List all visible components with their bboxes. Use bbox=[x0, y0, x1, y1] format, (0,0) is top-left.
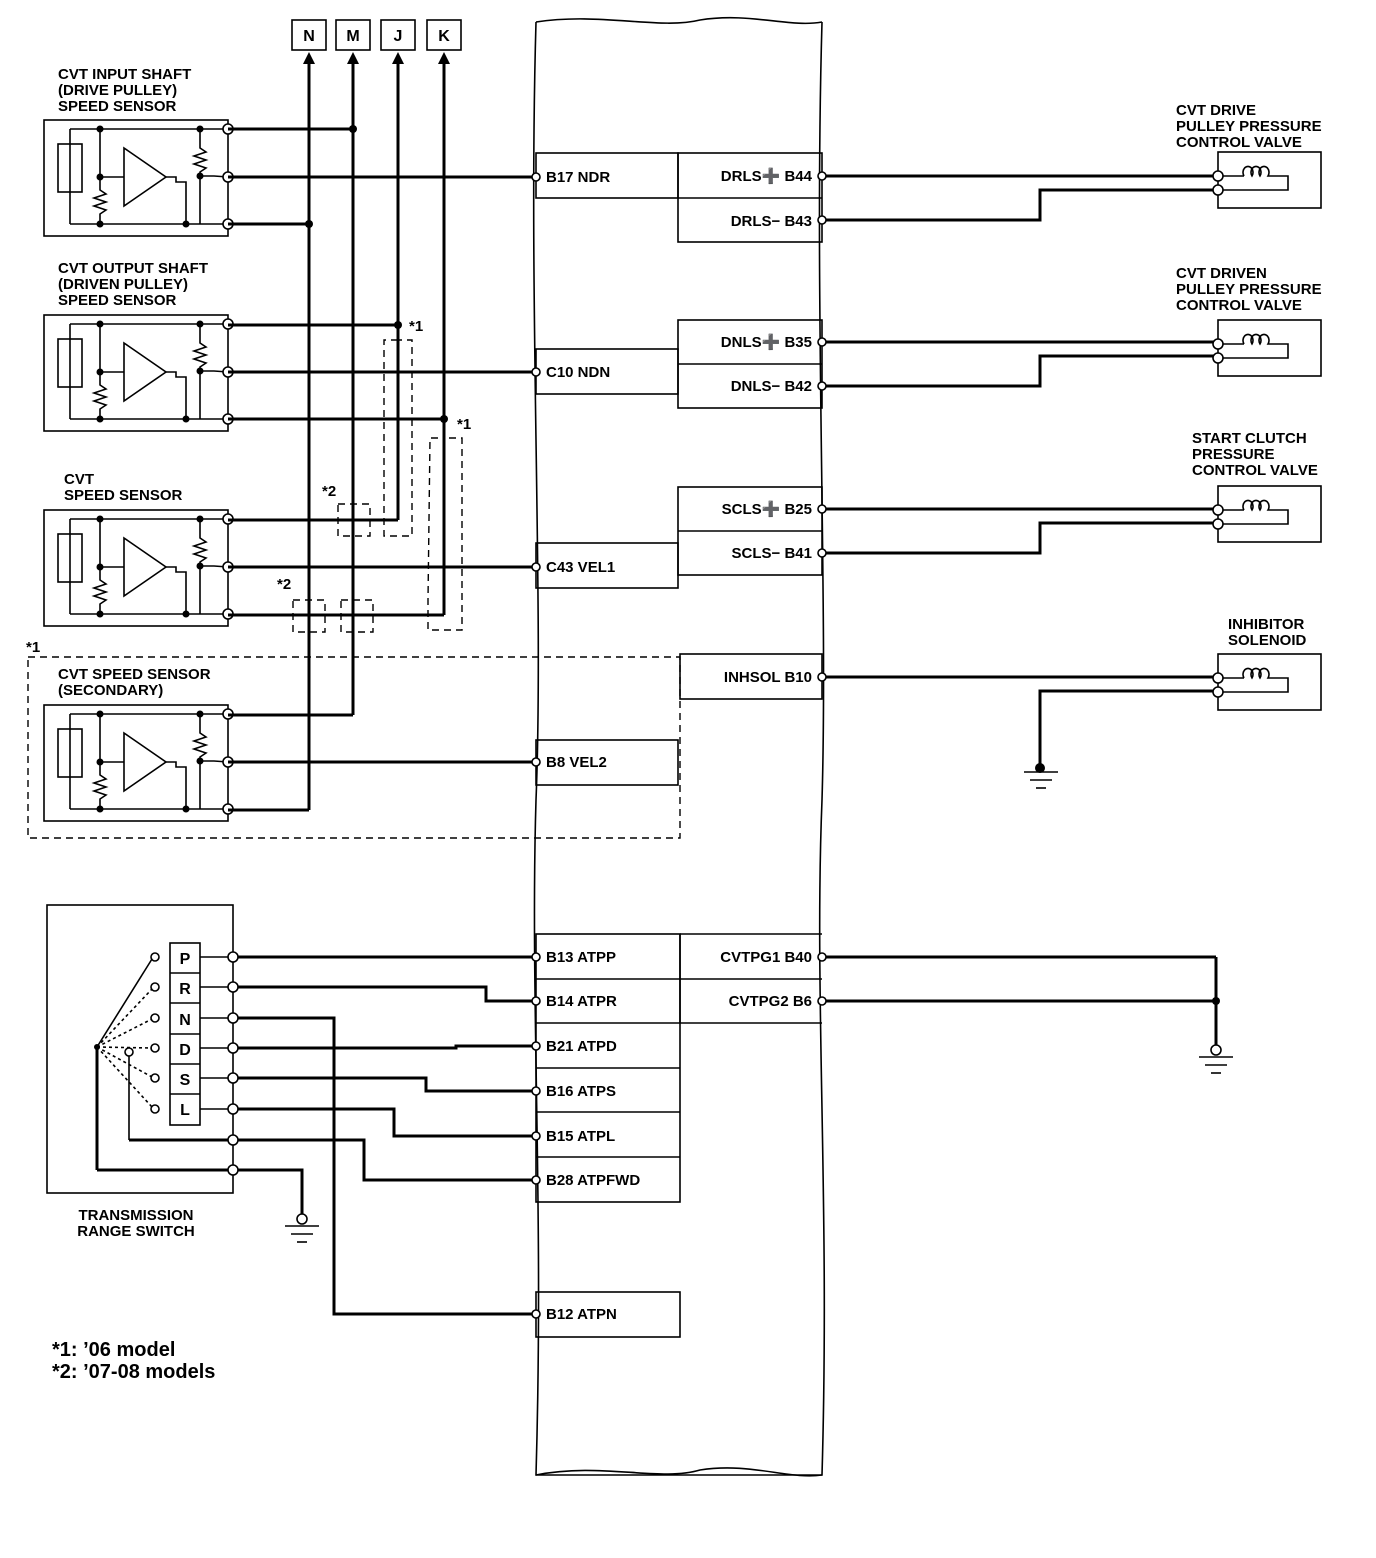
switch-pos-n: N bbox=[179, 1012, 191, 1029]
inhibitor-label-2: SOLENOID bbox=[1228, 632, 1307, 649]
input-shaft-label-1: CVT INPUT SHAFT bbox=[58, 66, 191, 83]
valve-blocks bbox=[1212, 151, 1322, 711]
start-clutch-label-2: PRESSURE bbox=[1192, 446, 1275, 463]
marker-star2-a: *2 bbox=[322, 483, 336, 500]
ground-range-switch bbox=[285, 1213, 319, 1243]
input-shaft-sensor bbox=[43, 119, 234, 237]
driven-valve-label-3: CONTROL VALVE bbox=[1176, 297, 1302, 314]
connector-boxes: N M J K bbox=[291, 19, 462, 64]
drive-valve-label-2: PULLEY PRESSURE bbox=[1176, 118, 1322, 135]
ground-inhibitor bbox=[1024, 771, 1058, 789]
bus-wires bbox=[307, 62, 446, 810]
range-switch-label-2: RANGE SWITCH bbox=[77, 1223, 195, 1240]
output-shaft-label-2: (DRIVEN PULLEY) bbox=[58, 276, 188, 293]
note-06-model: *1: ’06 model bbox=[52, 1339, 175, 1361]
pin-scls-minus-b41: SCLS− B41 bbox=[732, 545, 812, 562]
ecm-left-pins: B17 NDR C10 NDN C43 VEL1 B8 VEL2 B13 ATP… bbox=[531, 169, 640, 1323]
connector-k-label: K bbox=[438, 28, 450, 45]
pin-dnls-plus-b35: DNLS➕ B35 bbox=[721, 333, 812, 351]
speed-sensor-label-1: CVT bbox=[64, 471, 94, 488]
ecm-body bbox=[532, 16, 826, 1477]
sensor-labels: CVT INPUT SHAFT (DRIVE PULLEY) SPEED SEN… bbox=[58, 66, 211, 699]
drive-valve-label-3: CONTROL VALVE bbox=[1176, 134, 1302, 151]
pin-drls-minus-b43: DRLS− B43 bbox=[731, 213, 812, 230]
footnotes: *1: ’06 model *2: ’07-08 models bbox=[52, 1339, 215, 1383]
ground-cvtpg bbox=[1199, 1044, 1233, 1074]
start-clutch-valve bbox=[1212, 485, 1322, 543]
pin-b13-atpp: B13 ATPP bbox=[546, 949, 616, 966]
marker-star2-b: *2 bbox=[277, 576, 291, 593]
driven-valve-label-1: CVT DRIVEN bbox=[1176, 265, 1267, 282]
pin-drls-plus-b44: DRLS➕ B44 bbox=[721, 167, 813, 185]
range-switch-wiring bbox=[97, 955, 532, 1316]
speed-sensor-label-2: SPEED SENSOR bbox=[64, 487, 183, 504]
option-dashed-paths: *1 *1 *2 *2 *1 bbox=[26, 318, 681, 839]
switch-pos-l: L bbox=[180, 1102, 190, 1119]
cvt-speed-sensor bbox=[43, 509, 234, 627]
switch-pos-r: R bbox=[179, 981, 191, 998]
range-switch-label-1: TRANSMISSION bbox=[78, 1207, 193, 1224]
connector-n-label: N bbox=[303, 28, 315, 45]
valve-labels: CVT DRIVE PULLEY PRESSURE CONTROL VALVE … bbox=[1176, 102, 1322, 649]
pin-cvtpg1-b40: CVTPG1 B40 bbox=[720, 949, 812, 966]
sensor-blocks bbox=[43, 119, 234, 822]
marker-star1-c: *1 bbox=[26, 639, 40, 656]
pin-b16-atps: B16 ATPS bbox=[546, 1083, 616, 1100]
switch-pos-d: D bbox=[179, 1042, 191, 1059]
marker-star1-a: *1 bbox=[409, 318, 423, 335]
start-clutch-label-3: CONTROL VALVE bbox=[1192, 462, 1318, 479]
secondary-speed-sensor bbox=[43, 704, 234, 822]
pin-b28-atpfwd: B28 ATPFWD bbox=[546, 1172, 640, 1189]
transmission-range-switch: P R N D S L TRANSMISSION bbox=[46, 904, 239, 1240]
pin-b21-atpd: B21 ATPD bbox=[546, 1038, 617, 1055]
inhibitor-solenoid bbox=[1212, 653, 1322, 711]
pin-b14-atpr: B14 ATPR bbox=[546, 993, 617, 1010]
ecm-right-pins: DRLS➕ B44 DRLS− B43 DNLS➕ B35 DNLS− B42 … bbox=[720, 167, 827, 1010]
secondary-sensor-label-2: (SECONDARY) bbox=[58, 682, 163, 699]
secondary-sensor-label-1: CVT SPEED SENSOR bbox=[58, 666, 211, 683]
drive-valve-label-1: CVT DRIVE bbox=[1176, 102, 1256, 119]
pin-b17-ndr: B17 NDR bbox=[546, 169, 610, 186]
pin-cvtpg2-b6: CVTPG2 B6 bbox=[729, 993, 812, 1010]
pin-b8-vel2: B8 VEL2 bbox=[546, 754, 607, 771]
pin-dnls-minus-b42: DNLS− B42 bbox=[731, 378, 812, 395]
start-clutch-label-1: START CLUTCH bbox=[1192, 430, 1307, 447]
switch-pos-s: S bbox=[180, 1072, 191, 1089]
output-shaft-label-1: CVT OUTPUT SHAFT bbox=[58, 260, 208, 277]
driven-valve-label-2: PULLEY PRESSURE bbox=[1176, 281, 1322, 298]
inhibitor-label-1: INHIBITOR bbox=[1228, 616, 1305, 633]
drive-pulley-valve bbox=[1212, 151, 1322, 209]
pin-b15-atpl: B15 ATPL bbox=[546, 1128, 615, 1145]
connector-m-label: M bbox=[346, 28, 359, 45]
driven-pulley-valve bbox=[1212, 319, 1322, 377]
switch-pos-p: P bbox=[180, 951, 191, 968]
output-shaft-label-3: SPEED SENSOR bbox=[58, 292, 177, 309]
marker-star1-b: *1 bbox=[457, 416, 471, 433]
note-07-08-models: *2: ’07-08 models bbox=[52, 1361, 215, 1383]
input-shaft-label-3: SPEED SENSOR bbox=[58, 98, 177, 115]
input-shaft-label-2: (DRIVE PULLEY) bbox=[58, 82, 177, 99]
connector-j-label: J bbox=[394, 28, 403, 45]
pin-scls-plus-b25: SCLS➕ B25 bbox=[722, 500, 812, 518]
valve-wiring bbox=[826, 174, 1220, 1048]
sensor-wiring bbox=[228, 125, 536, 812]
output-shaft-sensor bbox=[43, 314, 234, 432]
pin-c10-ndn: C10 NDN bbox=[546, 364, 610, 381]
pin-b12-atpn: B12 ATPN bbox=[546, 1306, 617, 1323]
pin-inhsol-b10: INHSOL B10 bbox=[724, 669, 812, 686]
pin-c43-vel1: C43 VEL1 bbox=[546, 559, 615, 576]
